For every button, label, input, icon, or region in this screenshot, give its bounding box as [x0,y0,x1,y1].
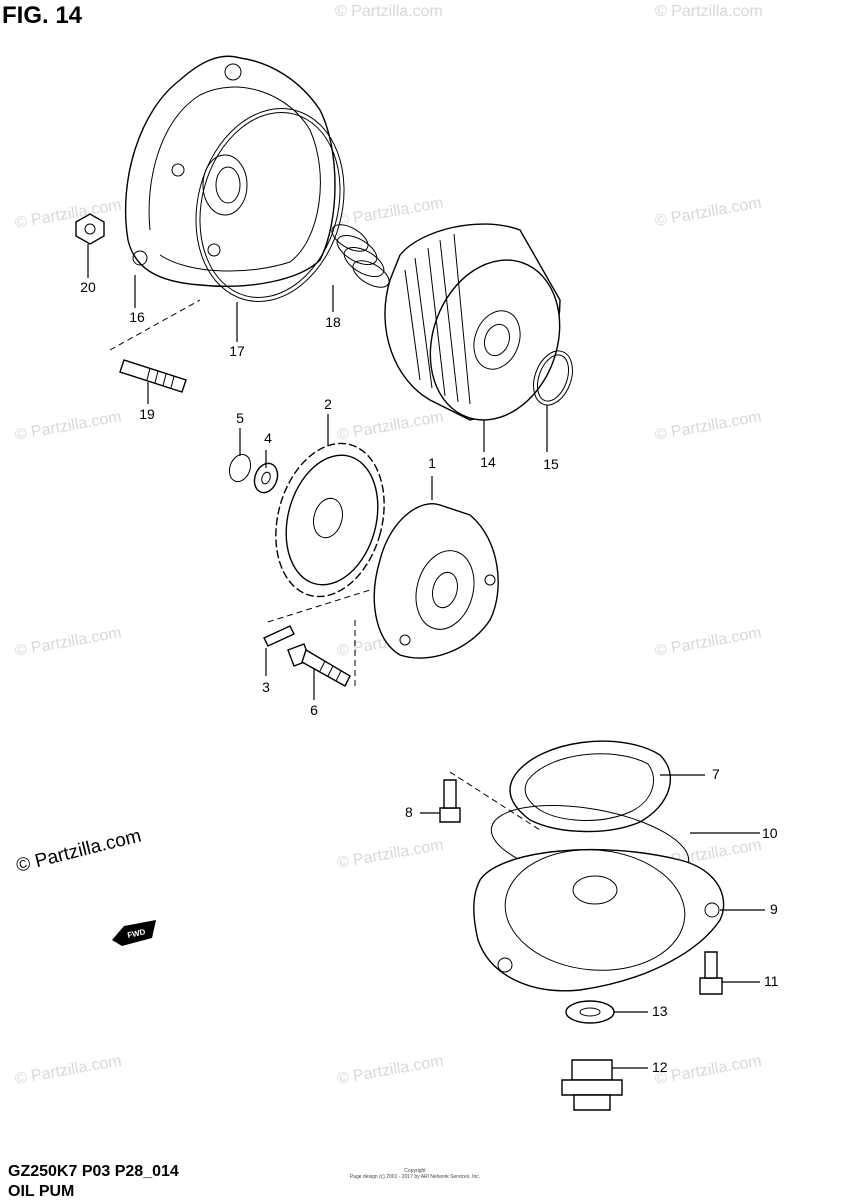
callout-19: 19 [139,406,155,422]
callout-8: 8 [405,804,413,820]
callout-17: 17 [229,343,245,359]
callout-5: 5 [236,410,244,426]
callout-20: 20 [80,279,96,295]
part-20-nut [75,213,105,245]
watermark-prominent: © Partzilla.com [14,826,143,877]
copyright-line-2: Page design (c) 2001 - 2017 by ARI Netwo… [349,1174,481,1180]
callout-1: 1 [428,455,436,471]
watermark: © Partzilla.com [654,408,763,443]
callout-10: 10 [762,825,778,841]
part-15-o-ring [533,350,573,406]
watermark: © Partzilla.com [336,194,445,229]
forward-direction-badge: FWD [112,920,156,946]
watermark: © Partzilla.com [336,836,445,871]
watermark: © Partzilla.com [14,1052,123,1087]
part-6-bolt [287,643,351,687]
watermark: © Partzilla.com [654,624,763,659]
callout-13: 13 [652,1003,668,1019]
part-7-gasket [509,740,671,833]
part-1-oil-pump [373,503,499,659]
watermark: © Partzilla.com [14,408,123,443]
watermark: © Partzilla.com [336,1052,445,1087]
watermark: © Partzilla.com [335,3,443,20]
callout-11: 11 [764,973,779,989]
part-12-drain-plug [561,1059,623,1111]
section-title: OIL PUM [8,1183,75,1200]
part-11-bolt [699,951,723,995]
part-3-pin [263,625,295,647]
model-code: GZ250K7 P03 P28_014 [8,1163,179,1180]
copyright-line-1: Copyright [404,1168,426,1174]
watermark: © Partzilla.com [654,1052,763,1087]
watermark: © Partzilla.com [14,196,123,231]
callout-9: 9 [770,901,778,917]
part-18-spring [331,224,390,288]
part-19-stud-bolt [119,359,187,393]
callout-3: 3 [262,679,270,695]
figure-title: FIG. 14 [2,2,83,29]
callout-16: 16 [129,309,145,325]
copyright-notice: Copyright Page design (c) 2001 - 2017 by… [330,1168,500,1180]
part-17-o-ring [195,108,345,302]
watermark: © Partzilla.com [336,408,445,443]
callout-18: 18 [325,314,341,330]
part-16-filter-cover [124,55,336,287]
part-2-pump-gear [275,442,385,598]
watermark: © Partzilla.com [654,194,763,229]
part-14-oil-filter [384,223,561,421]
leader-lines [87,244,765,1069]
callout-12: 12 [652,1059,668,1075]
alignment-guides [109,299,541,831]
part-5-circlip [228,453,252,483]
part-4-washer [253,462,279,494]
watermark: © Partzilla.com [14,624,123,659]
part-13-washer [565,1000,615,1024]
fwd-label: FWD [127,927,147,940]
callout-4: 4 [264,430,272,446]
callout-2: 2 [324,396,332,412]
callout-labels: 1 2 3 4 5 6 7 8 9 10 11 12 13 14 15 16 1… [80,279,779,1075]
part-8-bolt [439,779,461,823]
callout-14: 14 [480,454,496,470]
watermark: © Partzilla.com [655,3,763,20]
callout-15: 15 [543,456,559,472]
callout-6: 6 [310,702,318,718]
part-9-pump-cover [473,848,725,992]
callout-7: 7 [712,766,720,782]
